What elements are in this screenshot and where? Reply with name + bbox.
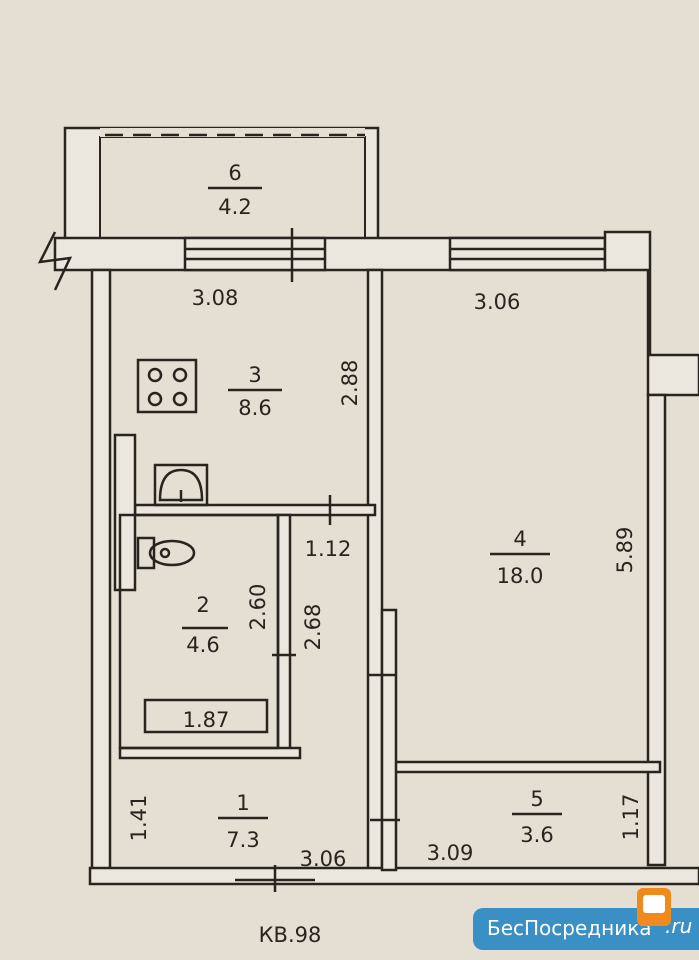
- balcony: [63, 126, 380, 242]
- svg-text:1.17: 1.17: [619, 794, 643, 841]
- svg-text:1.12: 1.12: [305, 537, 352, 561]
- svg-text:4.6: 4.6: [186, 633, 219, 657]
- svg-text:4: 4: [513, 527, 526, 551]
- svg-text:1: 1: [236, 791, 249, 815]
- svg-text:1.87: 1.87: [183, 708, 230, 732]
- dimension-labels: 3.08 3.06 2.88 1.12 5.89 2.60 2.68 1.87 …: [127, 286, 643, 947]
- room-2-label: 2 4.6: [182, 593, 228, 657]
- svg-text:5: 5: [530, 787, 543, 811]
- svg-text:3.09: 3.09: [427, 841, 474, 865]
- svg-text:2.60: 2.60: [246, 584, 270, 631]
- apartment-label: КВ.98: [259, 923, 322, 947]
- svg-text:3: 3: [248, 363, 261, 387]
- toilet-icon: [136, 536, 196, 570]
- stove-icon: [136, 358, 198, 414]
- svg-text:7.3: 7.3: [226, 828, 259, 852]
- svg-text:3.08: 3.08: [192, 286, 239, 310]
- svg-text:18.0: 18.0: [497, 564, 544, 588]
- bathtub: [143, 698, 269, 734]
- mascot-icon: [637, 888, 671, 926]
- svg-text:5.89: 5.89: [613, 527, 637, 574]
- svg-text:2.68: 2.68: [301, 604, 325, 651]
- sink-icon: [153, 463, 209, 507]
- room-5-label: 5 3.6: [512, 787, 562, 847]
- room-1-label: 1 7.3: [218, 791, 268, 852]
- room-3-label: 3 8.6: [228, 363, 282, 420]
- room-6-label: 6 4.2: [208, 161, 262, 219]
- exterior-wall: [37, 228, 699, 397]
- watermark-logo: БесПосредника .ru: [473, 908, 699, 950]
- svg-text:1.41: 1.41: [127, 795, 151, 842]
- svg-text:2.88: 2.88: [338, 360, 362, 407]
- interior-walls: [88, 268, 699, 892]
- svg-text:3.6: 3.6: [520, 823, 553, 847]
- logo-brand: БесПосредника: [487, 916, 652, 940]
- svg-text:2: 2: [196, 593, 209, 617]
- svg-text:4.2: 4.2: [218, 195, 251, 219]
- svg-text:8.6: 8.6: [238, 396, 271, 420]
- svg-text:6: 6: [228, 161, 241, 185]
- room-4-label: 4 18.0: [490, 527, 550, 588]
- svg-text:3.06: 3.06: [474, 290, 521, 314]
- svg-text:3.06: 3.06: [300, 847, 347, 871]
